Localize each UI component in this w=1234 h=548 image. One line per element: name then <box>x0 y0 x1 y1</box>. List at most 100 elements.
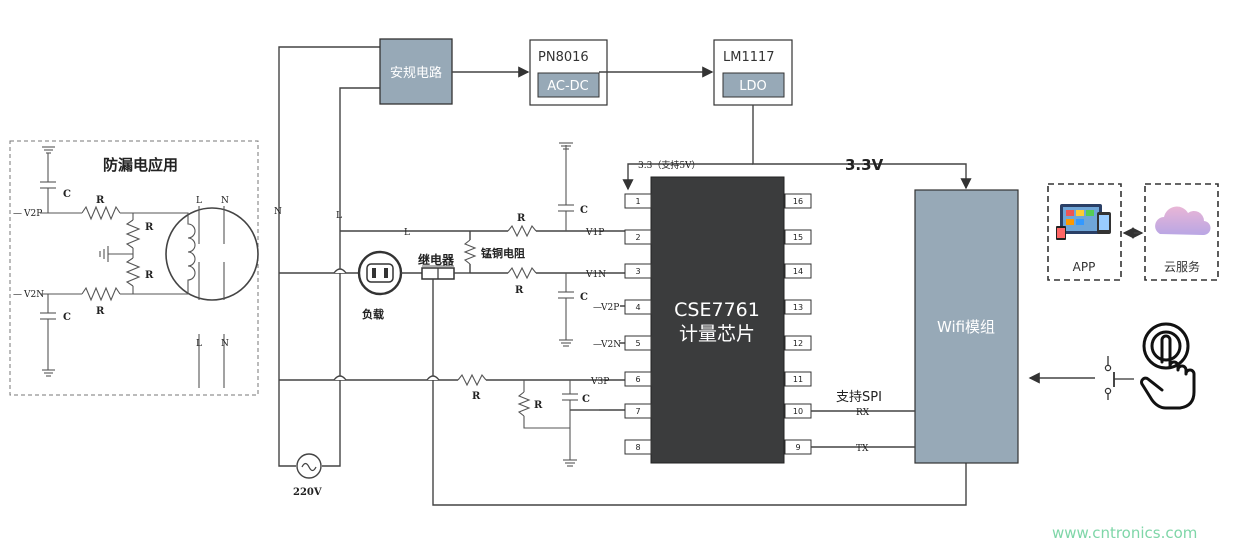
ct-label-l-top: L <box>196 196 202 206</box>
chip-pin-right <box>784 371 812 387</box>
leakage-title: 防漏电应用 <box>103 156 178 174</box>
chip-pin-right <box>784 299 812 315</box>
chip-pin-number: 16 <box>793 197 803 206</box>
resistor-vertical-1 <box>125 219 141 249</box>
watermark: www.cntronics.com <box>1052 524 1197 542</box>
capacitor-bottom <box>40 312 56 370</box>
wire-n-label: N <box>274 207 282 217</box>
resistor-v2n <box>81 286 121 302</box>
chip-pin-number: 7 <box>635 407 640 416</box>
v2p-label: V2P <box>600 303 619 313</box>
chip-pin-left <box>624 403 652 419</box>
push-switch-symbol <box>1104 356 1134 400</box>
chip-pin-number: 5 <box>635 339 640 348</box>
capacitor-v1p <box>558 204 574 231</box>
shunt-label: 锰铜电阻 <box>481 246 525 260</box>
v1n-label: V1N <box>585 270 606 280</box>
cap-label-top: C <box>63 189 71 200</box>
chip-pin-number: 15 <box>793 233 803 242</box>
tx-label: TX <box>856 444 869 454</box>
chip-pin-number: 11 <box>793 375 803 384</box>
chip-left-pins: 1 2 3 4 5 6 7 8 <box>624 193 652 455</box>
wire-l-main <box>322 87 380 467</box>
chip-pin-number: 3 <box>635 267 640 276</box>
res-label-v1p: R <box>517 213 526 224</box>
pn8016-name: PN8016 <box>538 50 589 65</box>
wire-hop-3 <box>426 375 440 381</box>
resistor-v3p <box>457 373 487 387</box>
chip-pin-number: 9 <box>795 443 800 452</box>
ct-label-l-bottom: L <box>196 339 202 349</box>
res-label-v1: R <box>145 222 154 233</box>
chip-pin-left <box>624 371 652 387</box>
chip-pin-left <box>624 299 652 315</box>
wire-3v3-to-chip <box>622 163 753 191</box>
chip-pin-right <box>784 193 812 209</box>
current-transformer-ring <box>165 207 259 301</box>
cap-label-v3p: C <box>582 394 590 405</box>
capacitor-v3p <box>562 393 578 460</box>
cap-label-v1n: C <box>580 292 588 303</box>
shunt-resistor <box>463 239 477 265</box>
capacitor-top <box>40 181 56 213</box>
ct-label-n-bottom: N <box>221 339 229 349</box>
load-socket <box>357 250 403 296</box>
v1p-label: V1P <box>585 228 604 238</box>
relay <box>421 265 455 280</box>
pn8016-inner <box>537 72 600 98</box>
lm1117-inner <box>722 72 785 98</box>
resistor-v1n <box>507 266 537 280</box>
wifi-module-block <box>914 189 1019 464</box>
spi-label: 支持SPI <box>836 390 882 405</box>
leak-v2p-prefix: — <box>13 209 22 219</box>
chip-pin-right <box>784 229 812 245</box>
v33-label: 3.3V <box>845 156 884 174</box>
res-label-v3p: R <box>472 391 481 402</box>
cap-label-bottom: C <box>63 312 71 323</box>
chip-pin-number: 6 <box>635 375 640 384</box>
load-label: 负载 <box>362 307 384 321</box>
devices-icon <box>1056 204 1111 240</box>
chip-pin-number: 12 <box>793 339 803 348</box>
v2p-prefix: — <box>593 303 602 313</box>
ground-v3p-cap <box>563 459 577 467</box>
chip-pin-right <box>784 263 812 279</box>
wire-3v3-rail <box>752 105 972 190</box>
cse7761-chip <box>650 176 785 464</box>
resistor-v2p <box>81 205 121 221</box>
ac-source <box>296 453 322 479</box>
leak-v2p-label: V2P <box>23 209 42 219</box>
ct-label-n-top: N <box>221 196 229 206</box>
v2n-prefix: — <box>593 340 602 350</box>
app-label: APP <box>1073 260 1096 274</box>
supply-note: 3.3（支持5V） <box>638 159 701 171</box>
resistor-v1p <box>507 224 537 238</box>
ground-symbol-middle <box>99 246 109 262</box>
source-label: 220V <box>293 487 322 498</box>
chip-pin-number: 2 <box>635 233 640 242</box>
chip-pin-number: 4 <box>635 303 640 312</box>
chip-pin-number: 1 <box>635 197 640 206</box>
wire-hop-2 <box>333 375 347 381</box>
transformer-coil <box>165 212 196 295</box>
wifi-module-label: Wifi模组 <box>937 318 995 336</box>
resistor-vertical-2 <box>125 257 141 287</box>
v2n-label: V2N <box>600 340 621 350</box>
wire-n-main <box>278 46 380 467</box>
safety-circuit-label: 安规电路 <box>390 65 442 81</box>
res-label-v1n: R <box>515 285 524 296</box>
pn8016-inner-label: AC-DC <box>547 79 589 94</box>
chip-pin-left <box>624 229 652 245</box>
rx-label: RX <box>856 408 870 418</box>
res-label-v2n: R <box>96 306 105 317</box>
leak-v2n-label: V2N <box>23 290 44 300</box>
chip-pin-number: 8 <box>635 443 640 452</box>
chip-pin-right <box>784 335 812 351</box>
chip-pin-number: 13 <box>793 303 803 312</box>
wire-l-label: L <box>336 211 342 221</box>
cap-label-v1p: C <box>580 205 588 216</box>
ground-v1n-cap <box>559 339 573 347</box>
lm1117-name: LM1117 <box>723 50 775 65</box>
